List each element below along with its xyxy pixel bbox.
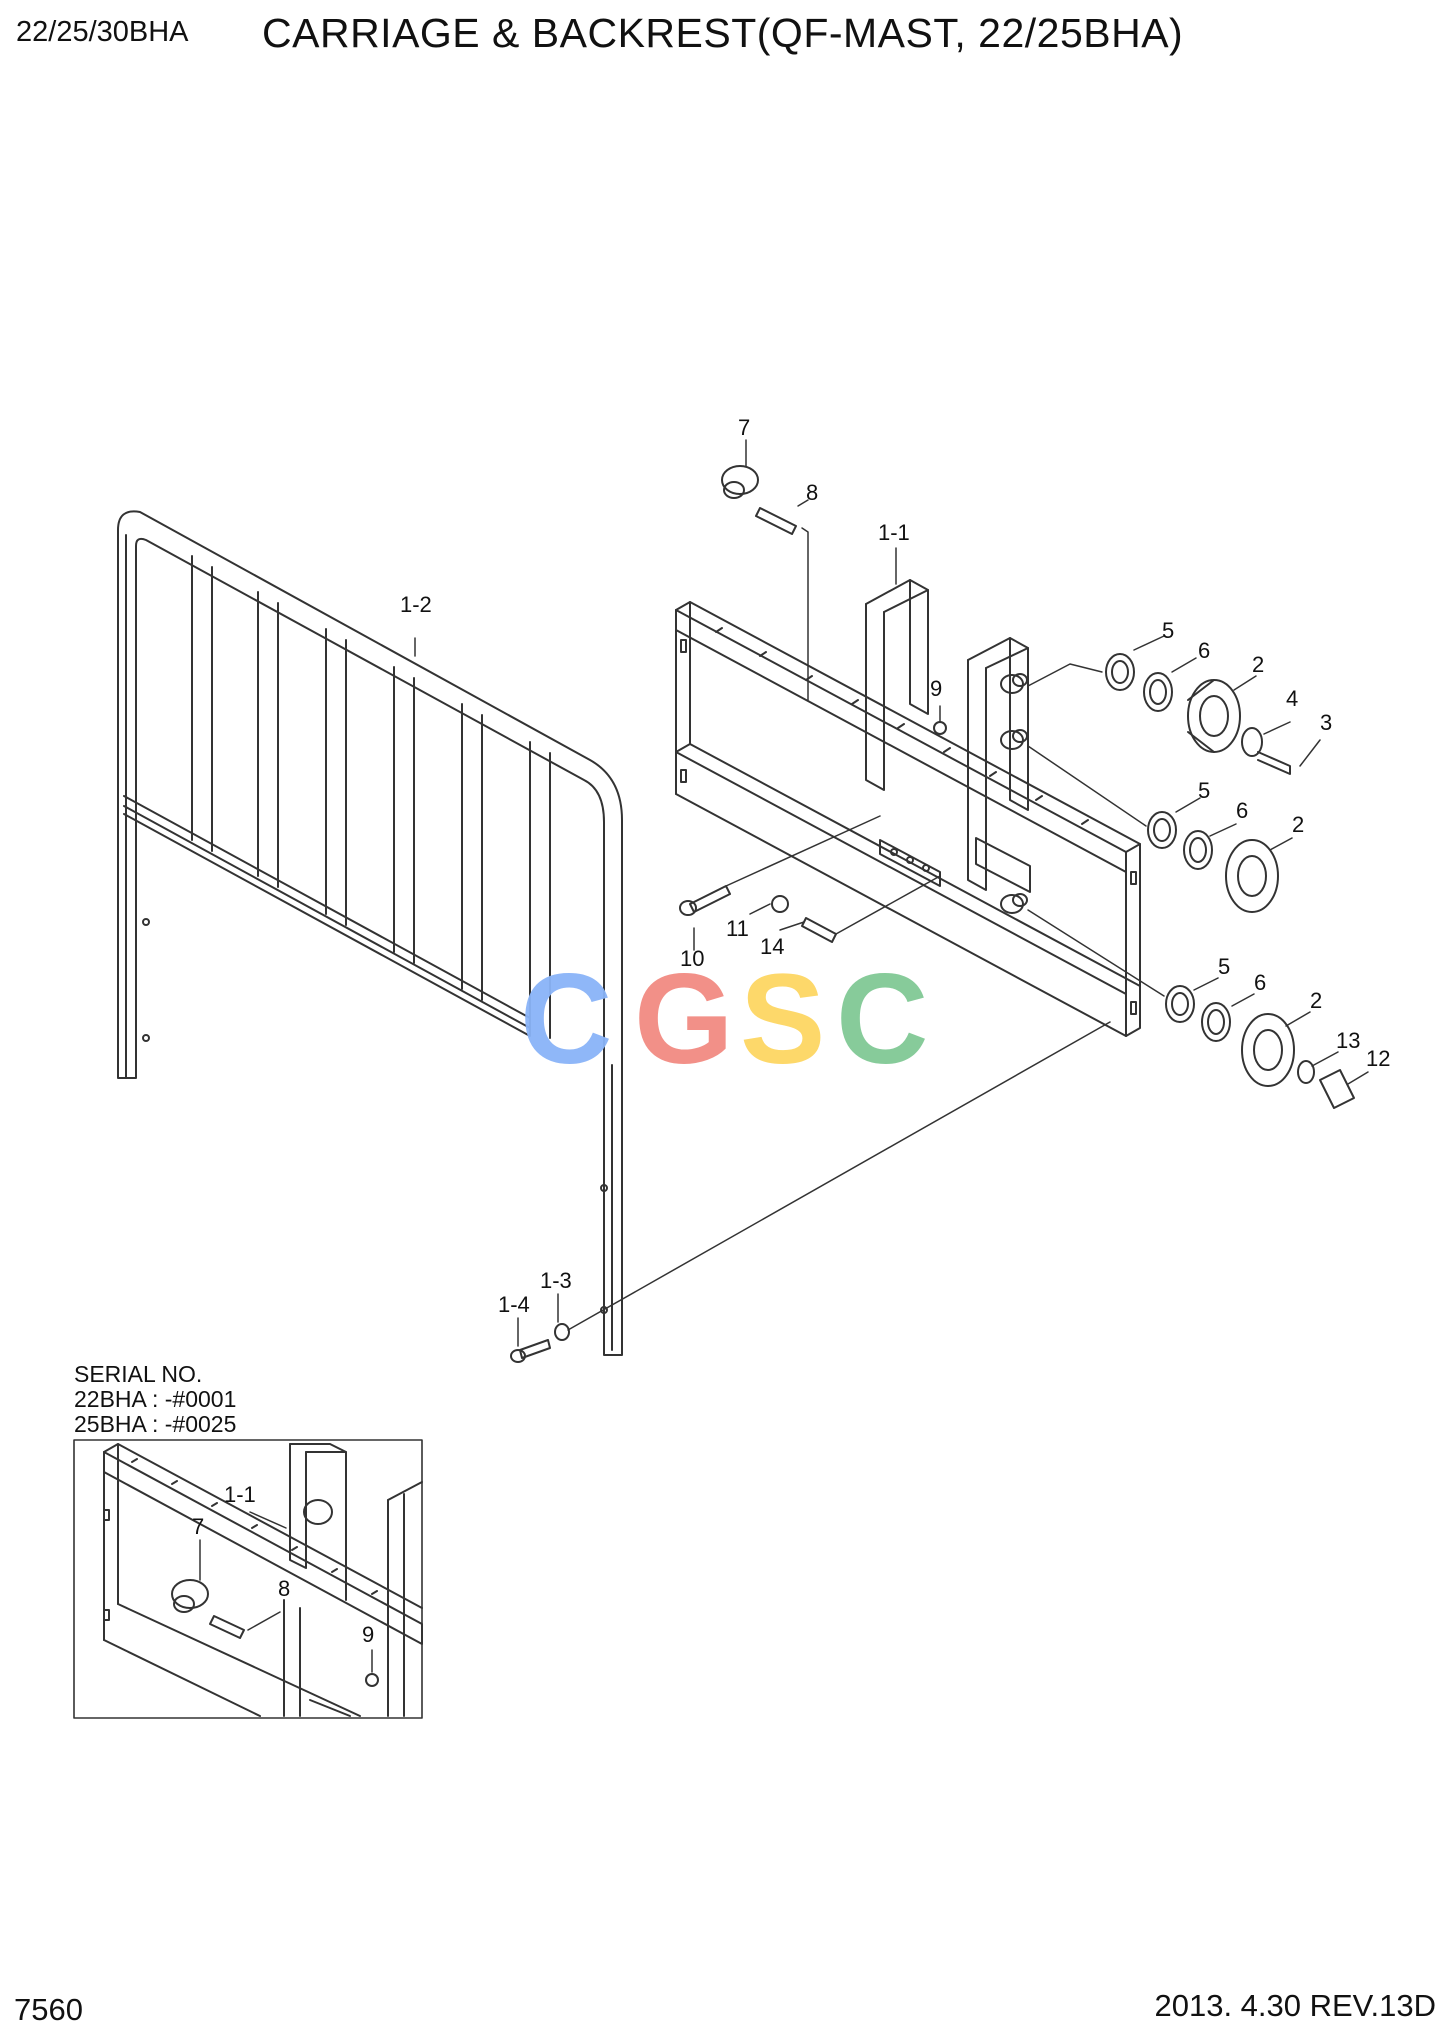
small-parts (510, 465, 947, 1363)
page-title: CARRIAGE & BACKREST(QF-MAST, 22/25BHA) (262, 10, 1184, 56)
model-code: 22/25/30BHA (16, 16, 189, 48)
backrest-frame (117, 510, 623, 1356)
callout-1-3: 1-3 (540, 1268, 572, 1293)
roller-set-bottom (1165, 985, 1355, 1109)
serial-line-22bha: 22BHA : -#0001 (74, 1386, 237, 1412)
callout-labels: 7 8 1-1 1-2 9 5 6 2 4 3 5 6 2 10 11 14 5… (192, 415, 1390, 1647)
watermark-letter-s: S (740, 948, 825, 1091)
callout-10: 10 (680, 946, 704, 971)
inset-callout-1-1: 1-1 (224, 1482, 256, 1507)
callout-13: 13 (1336, 1028, 1360, 1053)
page-number: 7560 (14, 1992, 83, 2027)
watermark-letter-g: G (634, 948, 734, 1091)
callout-11: 11 (726, 916, 749, 941)
callout-1-1: 1-1 (878, 520, 910, 545)
carriage-frame (675, 579, 1141, 1037)
callout-6-mid: 6 (1236, 798, 1248, 823)
callout-5-bottom: 5 (1218, 954, 1230, 979)
callout-2-top: 2 (1252, 652, 1264, 677)
callout-5-top: 5 (1162, 618, 1174, 643)
callout-4: 4 (1286, 686, 1298, 711)
leader-lines (414, 439, 1369, 1347)
watermark-letter-c1: C (520, 948, 612, 1091)
serial-number-note: SERIAL NO. 22BHA : -#0001 25BHA : -#0025 (74, 1362, 236, 1437)
callout-1-4: 1-4 (498, 1292, 530, 1317)
watermark-letter-c2: C (836, 948, 928, 1091)
callout-8: 8 (806, 480, 818, 505)
callout-1-2: 1-2 (400, 592, 432, 617)
inset-callout-9: 9 (362, 1622, 374, 1647)
callout-6-bottom: 6 (1254, 970, 1266, 995)
callout-7: 7 (738, 415, 750, 440)
callout-2-mid: 2 (1292, 812, 1304, 837)
callout-14: 14 (760, 934, 784, 959)
inset-detail (73, 1439, 423, 1719)
cgsc-watermark: C G S C (520, 948, 928, 1091)
roller-set-middle (1147, 811, 1279, 913)
callout-12: 12 (1366, 1046, 1390, 1071)
callout-5-mid: 5 (1198, 778, 1210, 803)
roller-set-top (1105, 653, 1291, 775)
serial-heading: SERIAL NO. (74, 1361, 203, 1387)
inset-callout-8: 8 (278, 1576, 290, 1601)
callout-3: 3 (1320, 710, 1332, 735)
inset-callout-7: 7 (192, 1514, 204, 1539)
callout-9: 9 (930, 676, 942, 701)
revision-date: 2013. 4.30 REV.13D (1154, 1988, 1436, 2023)
serial-line-25bha: 25BHA : -#0025 (74, 1411, 237, 1437)
callout-2-bottom: 2 (1310, 988, 1322, 1013)
callout-6-top: 6 (1198, 638, 1210, 663)
